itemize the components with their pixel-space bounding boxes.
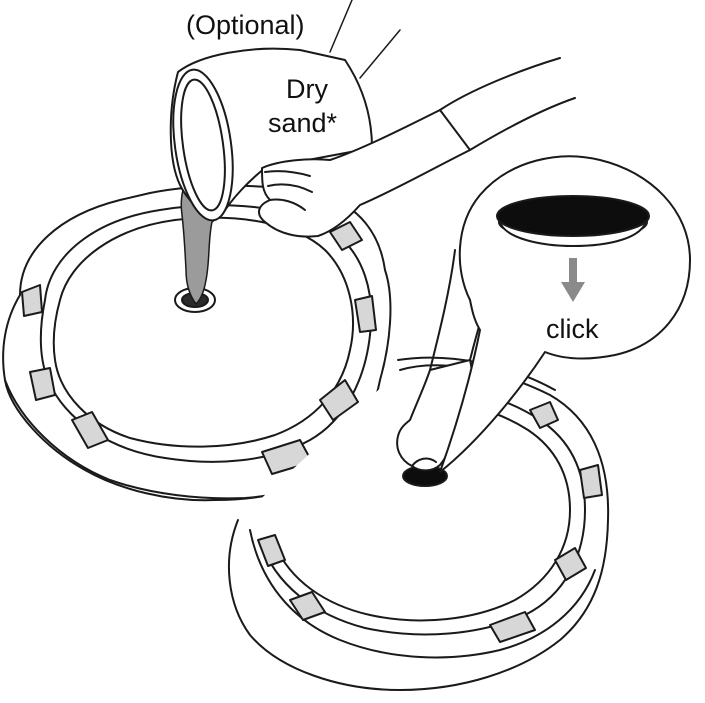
optional-label: (Optional) [186, 10, 305, 40]
dry-sand-label-line1: Dry [286, 74, 328, 104]
base-plate-left [2, 184, 392, 502]
hand-icon [258, 57, 576, 238]
down-arrow-icon [561, 258, 585, 302]
dry-sand-label-line2: sand* [268, 108, 338, 138]
base-plate-right [228, 356, 610, 691]
cap-icon [496, 195, 650, 247]
bucket-icon [169, 0, 401, 222]
click-label: click [546, 314, 599, 344]
